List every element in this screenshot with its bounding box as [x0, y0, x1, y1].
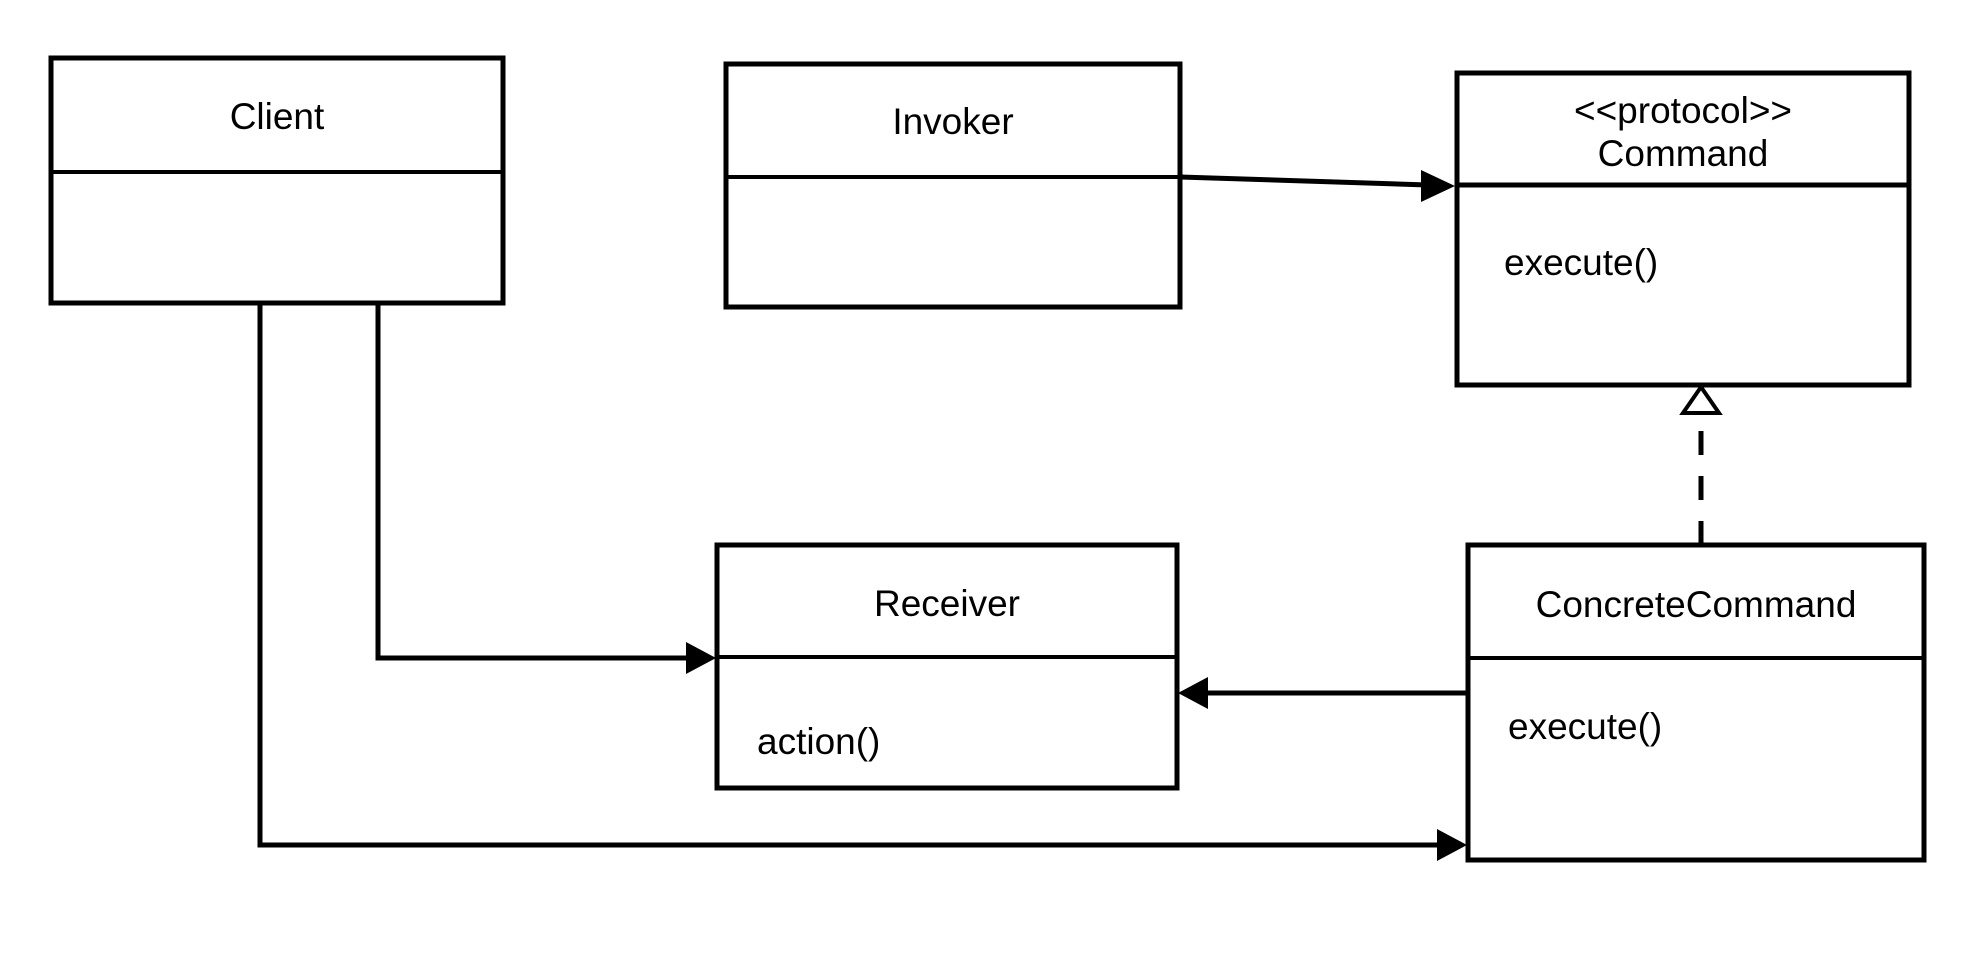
class-name-command: Command — [1598, 133, 1769, 174]
filled-arrowhead-icon — [686, 642, 716, 674]
edge-invoker-to-command — [1179, 170, 1455, 202]
class-box-invoker-frame — [723, 61, 1183, 310]
edge-concretecommand-realizes-command — [1679, 383, 1723, 545]
edge-client-to-receiver-line — [375, 303, 690, 661]
hollow-arrowhead-icon — [1679, 383, 1723, 415]
edge-invoker-to-command-line — [1179, 174, 1429, 188]
class-box-client: Client — [48, 55, 506, 306]
edge-client-to-concretecommand-line — [257, 303, 1441, 848]
class-name-receiver: Receiver — [874, 583, 1020, 624]
class-stereotype-command: <<protocol>> — [1574, 90, 1792, 131]
class-box-client-frame — [48, 55, 506, 306]
class-name-client: Client — [230, 96, 325, 137]
filled-arrowhead-icon — [1421, 170, 1455, 202]
class-method-concretecommand-execute: execute() — [1508, 706, 1662, 747]
filled-arrowhead-icon — [1437, 829, 1467, 861]
class-box-command-frame — [1454, 70, 1912, 388]
class-box-concretecommand: ConcreteCommand execute() — [1465, 542, 1927, 863]
edge-client-to-concretecommand — [257, 303, 1467, 861]
class-box-invoker: Invoker — [723, 61, 1183, 310]
class-method-command-execute: execute() — [1504, 242, 1658, 283]
class-box-concretecommand-frame — [1465, 542, 1927, 863]
edge-client-to-receiver — [375, 303, 716, 674]
class-box-receiver: Receiver action() — [714, 542, 1180, 791]
filled-arrowhead-icon — [1178, 677, 1208, 709]
class-name-invoker: Invoker — [892, 101, 1013, 142]
class-name-concretecommand: ConcreteCommand — [1536, 584, 1857, 625]
edge-concretecommand-to-receiver — [1178, 677, 1468, 709]
class-box-receiver-frame — [714, 542, 1180, 791]
class-box-command: <<protocol>> Command execute() — [1454, 70, 1912, 388]
class-method-receiver-action: action() — [757, 721, 880, 762]
